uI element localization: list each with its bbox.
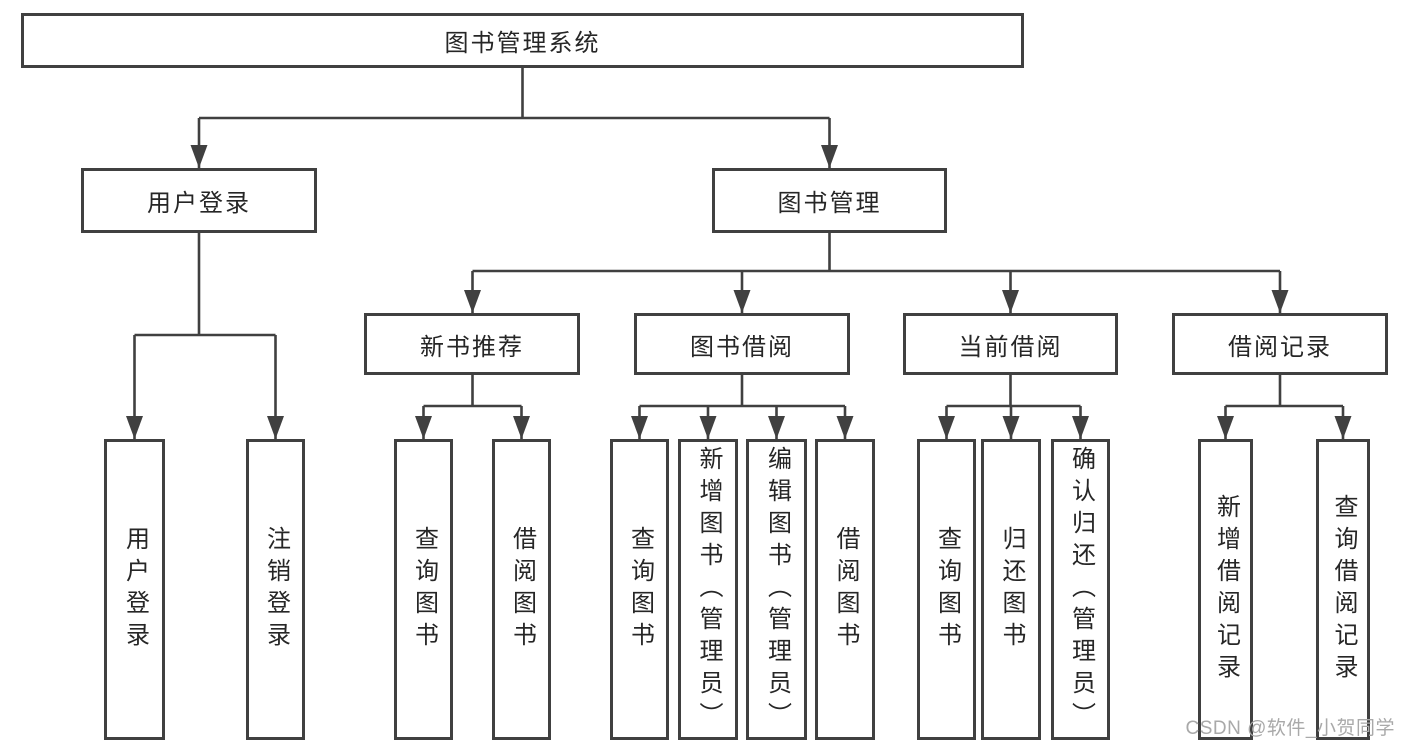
node-new-book-recommendation: 新书推荐 (364, 313, 580, 375)
leaf-edit-book-admin-label: 编辑图书（管理员） (763, 445, 791, 734)
leaf-query-books-current-label: 查询图书 (933, 525, 961, 654)
node-borrowing-records: 借阅记录 (1172, 313, 1388, 375)
leaf-query-books-recommend: 查询图书 (394, 439, 453, 740)
node-root: 图书管理系统 (21, 13, 1024, 68)
watermark: CSDN @软件_小贺同学 (1185, 718, 1395, 739)
leaf-add-book-admin-label: 新增图书（管理员） (695, 445, 722, 734)
leaf-user-login: 用户登录 (104, 439, 165, 740)
leaf-return-book-label: 归还图书 (998, 525, 1025, 654)
leaf-query-borrow-record: 查询借阅记录 (1316, 439, 1370, 740)
leaf-confirm-return-admin: 确认归还（管理员） (1051, 439, 1110, 740)
leaf-query-books-borrow: 查询图书 (610, 439, 669, 740)
node-user-login: 用户登录 (81, 168, 317, 233)
leaf-logout-label: 注销登录 (262, 525, 290, 654)
leaf-logout: 注销登录 (246, 439, 305, 740)
node-current-borrowing: 当前借阅 (903, 313, 1118, 375)
leaf-query-books-recommend-label: 查询图书 (410, 525, 438, 654)
leaf-borrow-books: 借阅图书 (815, 439, 875, 740)
leaf-confirm-return-admin-label: 确认归还（管理员） (1067, 445, 1095, 734)
leaf-borrow-books-label: 借阅图书 (832, 525, 859, 654)
node-book-management: 图书管理 (712, 168, 947, 233)
leaf-query-borrow-record-label: 查询借阅记录 (1330, 493, 1357, 686)
leaf-add-borrow-record-label: 新增借阅记录 (1212, 493, 1240, 686)
leaf-borrow-books-recommend-label: 借阅图书 (508, 525, 536, 654)
leaf-query-books-borrow-label: 查询图书 (626, 525, 654, 654)
leaf-borrow-books-recommend: 借阅图书 (492, 439, 551, 740)
leaf-add-borrow-record: 新增借阅记录 (1198, 439, 1253, 740)
leaf-add-book-admin: 新增图书（管理员） (678, 439, 738, 740)
leaf-query-books-current: 查询图书 (917, 439, 976, 740)
leaf-user-login-label: 用户登录 (121, 525, 149, 654)
node-book-borrowing: 图书借阅 (634, 313, 850, 375)
leaf-return-book: 归还图书 (981, 439, 1041, 740)
leaf-edit-book-admin: 编辑图书（管理员） (746, 439, 807, 740)
